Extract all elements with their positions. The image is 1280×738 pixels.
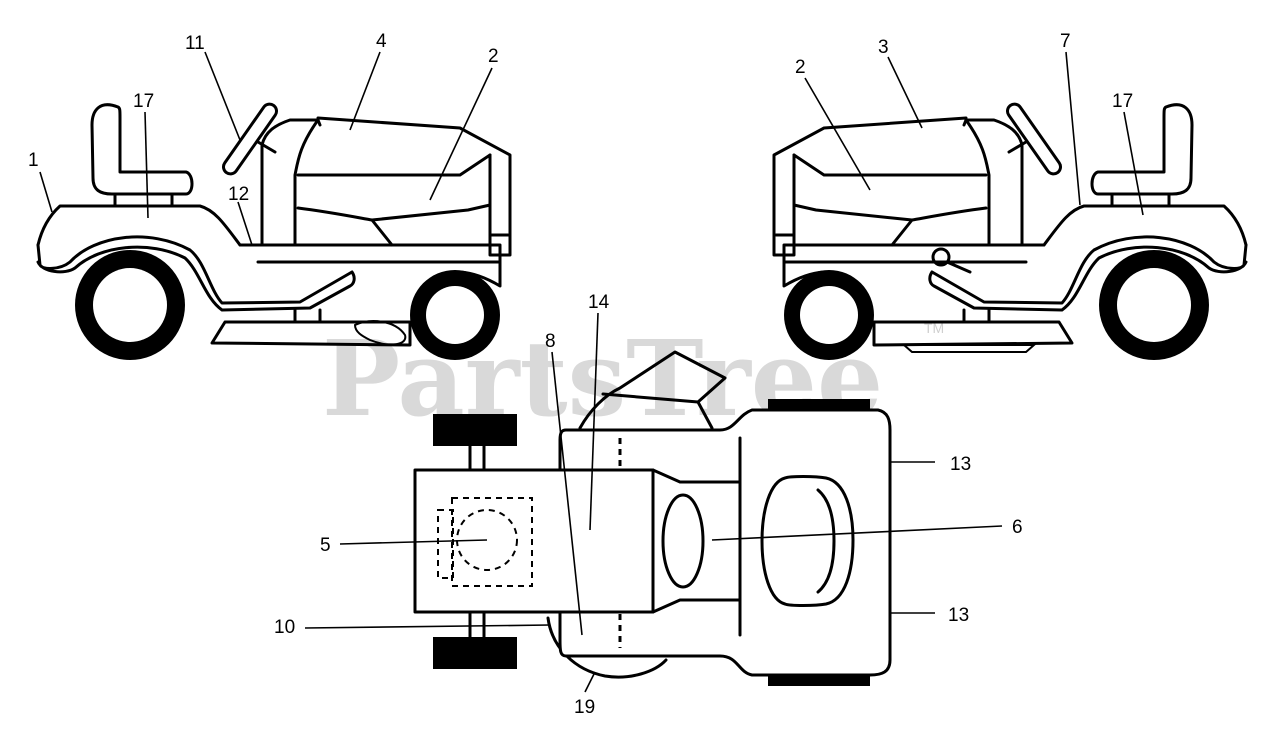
rear-fender-left — [36, 235, 356, 312]
callout-13: 13 — [950, 454, 971, 475]
hood-right — [772, 116, 988, 257]
seat-right — [1090, 103, 1194, 196]
callout-4: 4 — [376, 31, 387, 52]
callout-10: 10 — [274, 617, 295, 638]
callout-12: 12 — [228, 184, 249, 205]
left-side-view — [36, 102, 512, 360]
callout-labels: 1 17 11 12 4 2 2 3 7 17 14 8 5 10 19 13 … — [28, 31, 1133, 718]
callout-2: 2 — [488, 46, 499, 67]
mower-deck-left — [210, 320, 412, 347]
callout-19: 19 — [574, 697, 595, 718]
callout-17: 17 — [1112, 91, 1133, 112]
steering-wheel-top — [661, 493, 705, 589]
steering-wheel-right — [1005, 102, 1063, 176]
callout-13: 13 — [948, 605, 969, 626]
hood-left — [296, 116, 512, 257]
top-view — [413, 350, 892, 686]
callout-3: 3 — [878, 37, 889, 58]
lift-lever-right — [931, 247, 972, 274]
callout-14: 14 — [588, 292, 610, 313]
right-side-view — [772, 102, 1248, 360]
seat-left — [90, 103, 194, 196]
trademark-mark: TM — [924, 320, 944, 336]
callout-17: 17 — [133, 91, 154, 112]
callout-6: 6 — [1012, 517, 1023, 538]
callout-2: 2 — [795, 57, 806, 78]
steering-wheel-left — [221, 102, 279, 176]
callout-8: 8 — [545, 331, 556, 352]
hood-top — [760, 475, 855, 607]
callout-1: 1 — [28, 150, 39, 171]
rear-tire-top — [433, 414, 517, 446]
mower-deck-right — [872, 320, 1074, 347]
callout-leaders — [39, 51, 1144, 693]
callout-11: 11 — [185, 33, 205, 54]
callout-5: 5 — [320, 535, 331, 556]
rear-fender-right — [928, 235, 1248, 312]
rear-tire-bottom — [433, 637, 517, 669]
callout-7: 7 — [1060, 31, 1071, 52]
